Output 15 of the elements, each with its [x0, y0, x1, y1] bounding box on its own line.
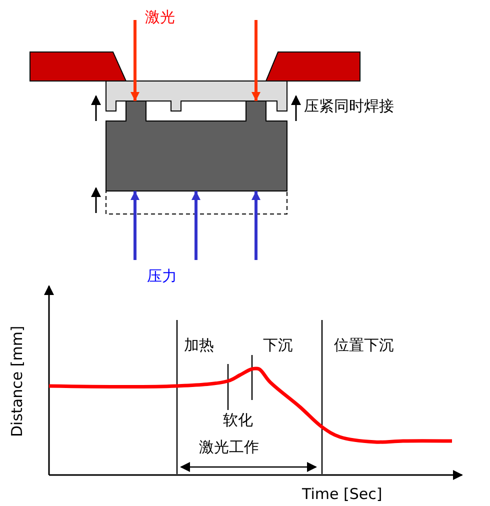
arrow — [252, 20, 260, 101]
laser-label: 激光 — [145, 8, 175, 26]
process-note: 压紧同时焊接 — [304, 97, 394, 115]
pressure-label: 压力 — [147, 267, 177, 285]
axis-title: Time [Sec] — [302, 485, 382, 503]
phase-label: 加热 — [184, 336, 214, 354]
phase-label: 软化 — [223, 411, 253, 429]
phase-label: 位置下沉 — [334, 336, 394, 354]
phase-label: 下沉 — [263, 336, 293, 354]
phase-label: 激光工作 — [199, 438, 259, 456]
arrow — [130, 20, 140, 101]
arrow — [252, 191, 260, 260]
axis-title: Distance [mm] — [8, 329, 26, 437]
arrow — [192, 191, 200, 260]
arrow — [130, 191, 140, 260]
